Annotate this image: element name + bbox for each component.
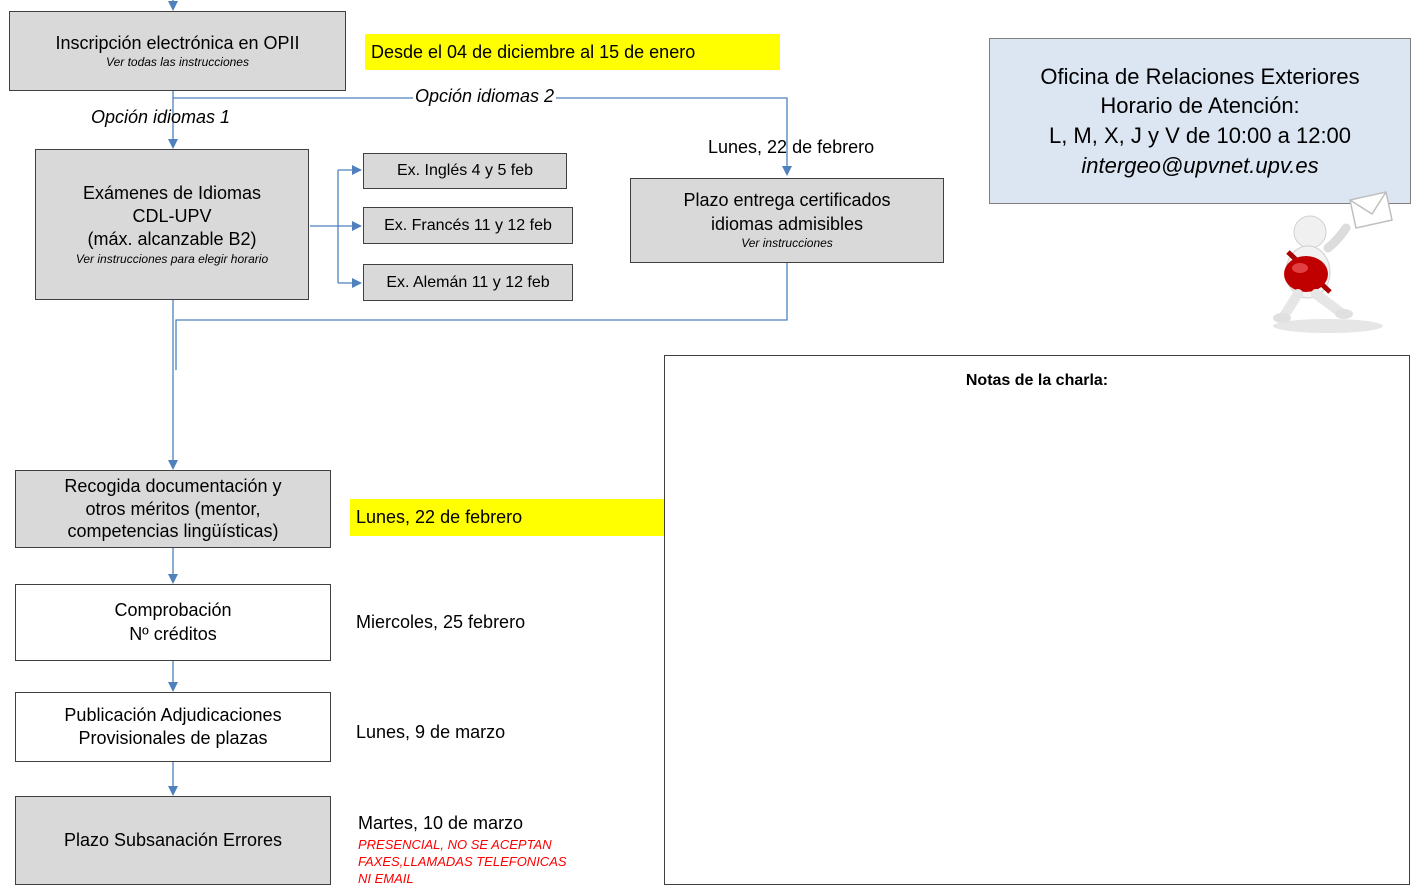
step-publicacion-line1: Publicación Adjudicaciones xyxy=(64,704,282,725)
office-info-box: Oficina de Relaciones Exteriores Horario… xyxy=(989,38,1411,204)
label-opcion2: Opción idiomas 2 xyxy=(413,86,557,107)
step-recogida-line2: otros méritos (mentor, xyxy=(85,498,261,519)
office-line1: Oficina de Relaciones Exteriores xyxy=(1040,63,1360,89)
date-publicacion: Lunes, 9 de marzo xyxy=(356,722,506,742)
label-opcion1: Opción idiomas 1 xyxy=(91,107,231,127)
notes-title: Notas de la charla: xyxy=(965,372,1109,389)
exam-aleman: Ex. Alemán 11 y 12 feb xyxy=(363,264,573,301)
warning-text: PRESENCIAL, NO SE ACEPTAN FAXES,LLAMADAS… xyxy=(358,837,567,888)
step-recogida-line3: competencias lingüísticas) xyxy=(67,521,279,542)
warning-line2: FAXES,LLAMADAS TELEFONICAS xyxy=(358,853,567,869)
date-cert: Lunes, 22 de febrero xyxy=(708,137,875,157)
step-comprobacion: Comprobación Nº créditos xyxy=(15,584,331,661)
office-line2: Horario de Atención: xyxy=(1100,93,1300,119)
line-opcion2 xyxy=(173,97,792,176)
date-recogida: Lunes, 22 de febrero xyxy=(350,499,664,536)
warning-line1: PRESENCIAL, NO SE ACEPTAN xyxy=(358,837,552,852)
step-subsanacion-title: Plazo Subsanación Errores xyxy=(63,829,283,850)
office-line3: L, M, X, J y V de 10:00 a 12:00 xyxy=(1048,123,1352,148)
step-publicacion: Publicación Adjudicaciones Provisionales… xyxy=(15,692,331,762)
step-subsanacion: Plazo Subsanación Errores xyxy=(15,796,331,885)
step-plazo-cert-line1: Plazo entrega certificados xyxy=(683,190,891,211)
date-subsanacion: Martes, 10 de marzo xyxy=(358,813,524,833)
office-email[interactable]: intergeo@upvnet.upv.es xyxy=(1081,152,1319,178)
step-publicacion-line2: Provisionales de plazas xyxy=(78,728,268,748)
date-inscripcion: Desde el 04 de diciembre al 15 de enero xyxy=(365,34,780,70)
step-plazo-cert: Plazo entrega certificados idiomas admis… xyxy=(630,178,944,263)
step-comprobacion-line2: Nº créditos xyxy=(129,623,217,644)
step-inscripcion-title: Inscripción electrónica en OPII xyxy=(55,32,300,53)
date-comprobacion: Miercoles, 25 febrero xyxy=(356,612,526,632)
warning-line3: NI EMAIL xyxy=(358,870,414,886)
step-plazo-cert-sub[interactable]: Ver instrucciones xyxy=(741,236,833,251)
notes-box[interactable]: Notas de la charla: xyxy=(664,355,1410,885)
exam-ingles: Ex. Inglés 4 y 5 feb xyxy=(363,153,567,189)
mail-carrier-icon xyxy=(1273,191,1393,333)
branch-trunk xyxy=(310,170,339,283)
line-cert-return xyxy=(175,263,788,370)
step-plazo-cert-line2: idiomas admisibles xyxy=(710,213,864,234)
step-inscripcion: Inscripción electrónica en OPII Ver toda… xyxy=(9,11,346,91)
step-examenes-line2: CDL-UPV xyxy=(132,206,212,226)
step-recogida-line1: Recogida documentación y xyxy=(64,476,282,497)
step-examenes-line3: (máx. alcanzable B2) xyxy=(87,229,257,250)
step-comprobacion-line1: Comprobación xyxy=(114,600,232,621)
step-examenes-line1: Exámenes de Idiomas xyxy=(82,182,262,203)
exam-frances: Ex. Francés 11 y 12 feb xyxy=(363,207,573,244)
step-examenes: Exámenes de Idiomas CDL-UPV (máx. alcanz… xyxy=(35,149,309,300)
step-inscripcion-sub[interactable]: Ver todas las instrucciones xyxy=(106,54,249,69)
step-examenes-sub[interactable]: Ver instrucciones para elegir horario xyxy=(75,251,269,266)
step-recogida: Recogida documentación y otros méritos (… xyxy=(15,470,331,548)
